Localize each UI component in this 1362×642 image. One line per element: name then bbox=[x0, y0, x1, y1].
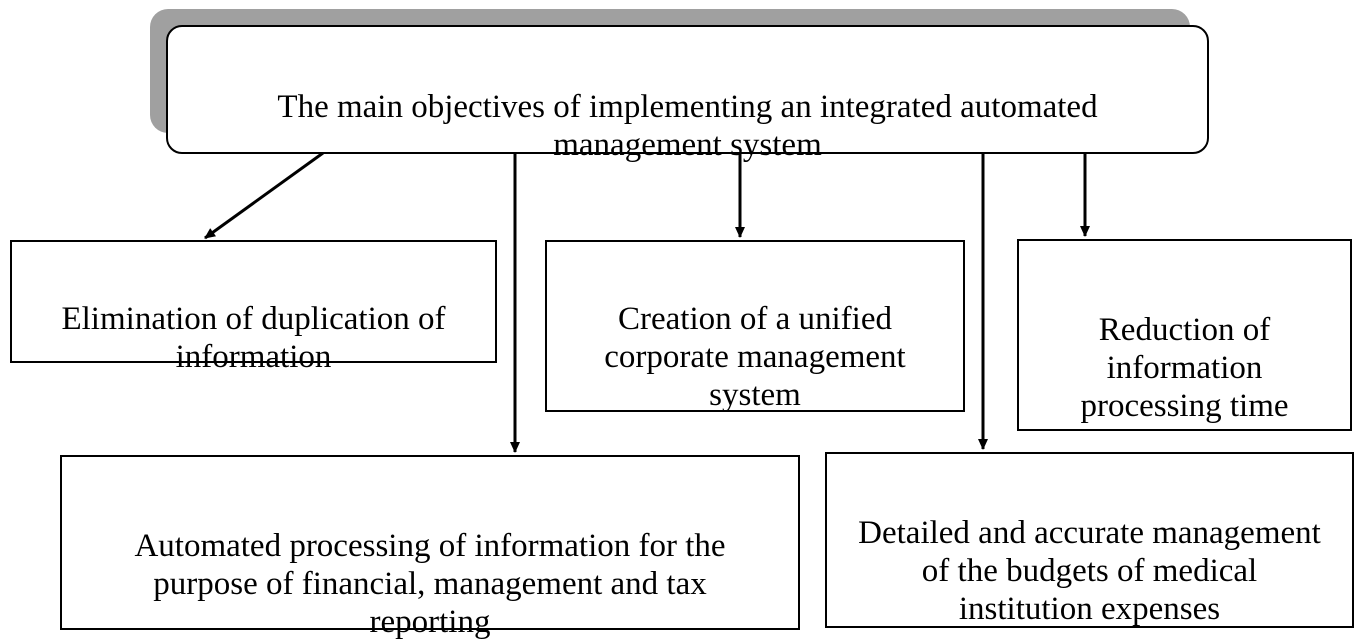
objective-text-unified-system: Creation of a unified corporate manageme… bbox=[604, 301, 906, 413]
main-objective-text: The main objectives of implementing an i… bbox=[277, 89, 1098, 163]
objective-box-reduction-time: Reduction of information processing time bbox=[1017, 239, 1352, 431]
main-objective-box: The main objectives of implementing an i… bbox=[166, 25, 1209, 163]
objective-box-unified-system: Creation of a unified corporate manageme… bbox=[545, 240, 965, 413]
objective-text-reduction-time: Reduction of information processing time bbox=[1080, 312, 1289, 424]
arrow-to-elimination bbox=[204, 151, 324, 240]
objective-text-elimination: Elimination of duplication of informatio… bbox=[61, 301, 446, 375]
objective-box-budgets: Detailed and accurate management of the … bbox=[825, 452, 1354, 628]
objective-box-automated-processing: Automated processing of information for … bbox=[60, 455, 800, 640]
objective-box-elimination: Elimination of duplication of informatio… bbox=[10, 240, 497, 375]
objective-text-automated-processing: Automated processing of information for … bbox=[134, 528, 726, 640]
objective-text-budgets: Detailed and accurate management of the … bbox=[858, 515, 1321, 627]
